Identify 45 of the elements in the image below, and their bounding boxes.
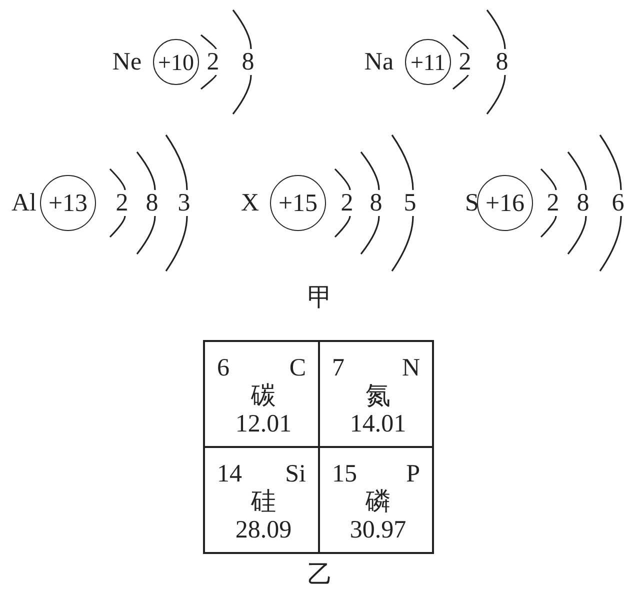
- electron-count: 2: [116, 190, 128, 216]
- electron-count: 6: [612, 190, 624, 216]
- element-symbol: S: [465, 190, 479, 216]
- atomic-number: 6: [217, 355, 230, 380]
- element-symbol: Al: [12, 190, 36, 216]
- atomic-mass: 30.97: [350, 518, 406, 543]
- nucleus-circle: +15: [270, 175, 326, 231]
- electron-count: 2: [206, 50, 220, 74]
- element-symbol: Ne: [112, 50, 142, 74]
- periodic-table-cell: [318, 446, 434, 554]
- nucleus-circle: +13: [40, 175, 96, 231]
- element-symbol: Si: [285, 461, 306, 486]
- electron-count: 8: [496, 50, 508, 74]
- atomic-mass: 28.09: [235, 518, 292, 543]
- periodic-table-cell: [318, 340, 434, 448]
- element-name: 碳: [251, 384, 276, 408]
- element-symbol: X: [240, 190, 260, 216]
- periodic-table-cell: [203, 340, 320, 448]
- periodic-table-cell: [203, 446, 320, 554]
- electron-count: 8: [576, 190, 590, 216]
- electron-count: 2: [546, 190, 560, 216]
- nucleus-circle: +10: [153, 39, 199, 85]
- electron-count: 5: [404, 190, 416, 216]
- element-name: 氮: [366, 384, 390, 408]
- electron-count: 2: [458, 50, 472, 74]
- nucleus-circle: +16: [477, 175, 533, 231]
- element-symbol: P: [406, 461, 420, 486]
- element-symbol: N: [402, 355, 420, 380]
- element-symbol: Na: [364, 50, 394, 74]
- figure-label: 乙: [308, 562, 332, 588]
- electron-count: 8: [146, 190, 158, 216]
- electron-count: 8: [242, 50, 254, 74]
- electron-count: 8: [370, 190, 382, 216]
- electron-count: 2: [340, 190, 354, 216]
- element-name: 磷: [366, 490, 390, 514]
- atomic-mass: 14.01: [350, 412, 406, 437]
- atomic-number: 15: [332, 461, 357, 486]
- figure-label: 甲: [308, 286, 332, 310]
- electron-count: 3: [178, 190, 190, 216]
- nucleus-circle: +11: [405, 39, 451, 85]
- atomic-number: 14: [217, 461, 242, 486]
- atomic-mass: 12.01: [235, 412, 292, 437]
- element-name: 硅: [251, 490, 276, 514]
- atomic-number: 7: [332, 355, 344, 380]
- element-symbol: C: [289, 355, 306, 380]
